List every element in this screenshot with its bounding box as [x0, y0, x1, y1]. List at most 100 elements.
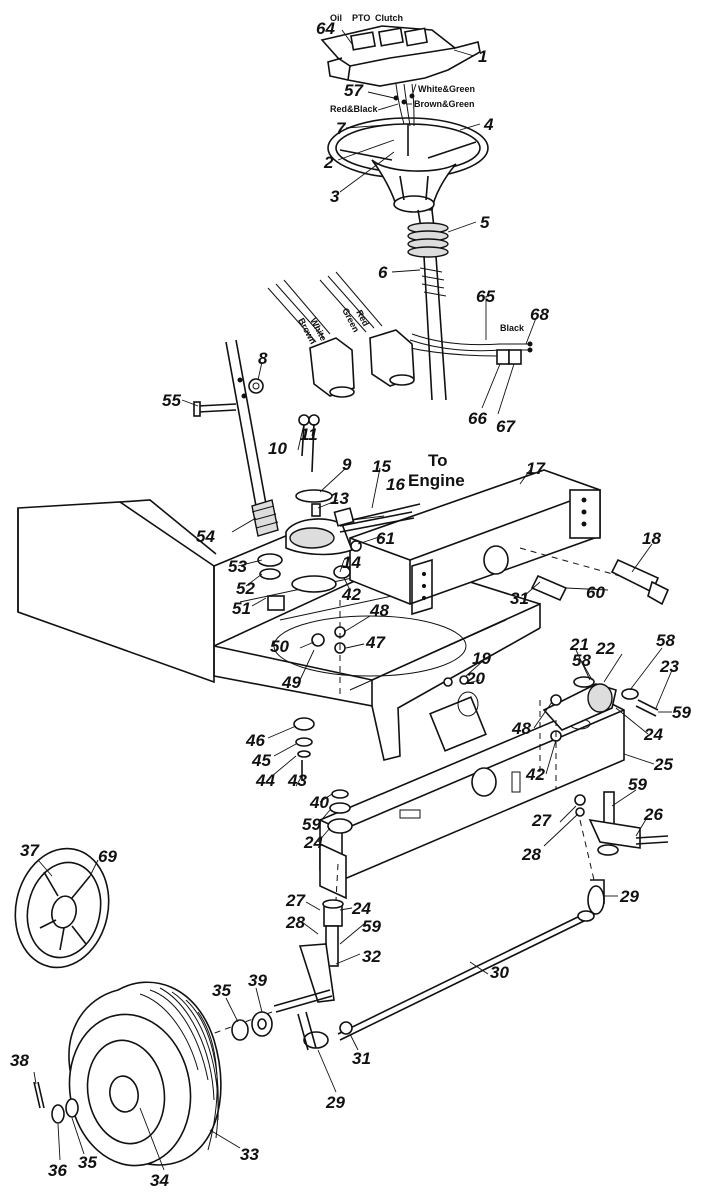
part-60: 60 — [586, 583, 605, 602]
part-35a: 35 — [212, 981, 231, 1000]
part-31b: 31 — [352, 1049, 371, 1068]
part-33: 33 — [240, 1145, 259, 1164]
part-38: 38 — [10, 1051, 29, 1070]
part-24c: 24 — [351, 899, 371, 918]
steering-column — [407, 209, 449, 401]
part-59a: 59 — [672, 703, 691, 722]
part-30: 30 — [490, 963, 509, 982]
part-32: 32 — [362, 947, 381, 966]
console-wires — [393, 83, 415, 127]
part-43: 43 — [287, 771, 307, 790]
part-28b: 28 — [285, 913, 305, 932]
part-37: 37 — [20, 841, 40, 860]
part-15: 15 — [372, 457, 391, 476]
part-58a: 58 — [572, 651, 591, 670]
part-1: 1 — [478, 47, 487, 66]
spindle-right-26 — [588, 791, 669, 856]
label-oil: Oil — [330, 13, 342, 23]
spindle-left-32 — [273, 899, 344, 1051]
part-16: 16 — [386, 475, 405, 494]
part-54: 54 — [196, 527, 215, 546]
part-18: 18 — [642, 529, 661, 548]
part-69: 69 — [98, 847, 117, 866]
pivot-bolt-18 — [519, 547, 670, 606]
part-45: 45 — [251, 751, 271, 770]
part-39: 39 — [248, 971, 267, 990]
part-6: 6 — [378, 263, 388, 282]
drag-link — [333, 503, 421, 552]
part-59c: 59 — [302, 815, 321, 834]
part-14: 14 — [342, 553, 361, 572]
wire-labels: Oil PTO Clutch White&Green Brown&Green R… — [296, 13, 525, 490]
pivot-bolt-55 — [193, 378, 264, 417]
part-65: 65 — [476, 287, 495, 306]
part-57: 57 — [344, 81, 364, 100]
part-29a: 29 — [619, 887, 639, 906]
part-36: 36 — [48, 1161, 67, 1180]
part-4: 4 — [483, 115, 494, 134]
part-3: 3 — [330, 187, 340, 206]
part-20: 20 — [465, 669, 485, 688]
label-clutch: Clutch — [375, 13, 403, 23]
front-axle-mount-17 — [349, 469, 601, 616]
steering-arm-right — [542, 676, 659, 731]
axle-hardware — [33, 1011, 273, 1124]
part-35b: 35 — [78, 1153, 97, 1172]
label-red-black: Red&Black — [330, 104, 379, 114]
part-24b: 24 — [303, 833, 323, 852]
part-7: 7 — [336, 119, 347, 138]
wire-connectors — [267, 271, 415, 398]
part-24a: 24 — [643, 725, 663, 744]
part-2: 2 — [323, 153, 334, 172]
part-numbers: 64 1 57 7 4 2 3 5 6 65 68 66 67 8 55 10 … — [10, 19, 691, 1190]
part-26: 26 — [643, 805, 663, 824]
part-27a: 27 — [531, 811, 552, 830]
label-engine: Engine — [408, 471, 465, 490]
part-67: 67 — [496, 417, 516, 436]
part-21: 21 — [569, 635, 589, 654]
part-47: 47 — [365, 633, 386, 652]
part-48a: 48 — [369, 601, 389, 620]
label-white-green: White&Green — [418, 84, 475, 94]
tie-rod-30 — [337, 879, 605, 1041]
front-axle-25 — [319, 699, 625, 900]
part-50: 50 — [270, 637, 289, 656]
label-to: To — [428, 451, 448, 470]
part-49: 49 — [281, 673, 301, 692]
part-31a: 31 — [510, 589, 529, 608]
part-44: 44 — [255, 771, 275, 790]
dash-console — [320, 25, 481, 87]
part-13: 13 — [330, 489, 349, 508]
part-17: 17 — [526, 459, 546, 478]
part-66: 66 — [468, 409, 487, 428]
wire-harness-right — [379, 333, 533, 365]
tire-33 — [68, 981, 222, 1167]
part-58b: 58 — [656, 631, 675, 650]
part-51: 51 — [232, 599, 251, 618]
label-pto: PTO — [352, 13, 370, 23]
label-black: Black — [500, 323, 525, 333]
part-53: 53 — [228, 557, 247, 576]
part-59b: 59 — [628, 775, 647, 794]
shift-rod — [225, 339, 279, 537]
part-29b: 29 — [325, 1093, 345, 1112]
part-27b: 27 — [285, 891, 306, 910]
part-19: 19 — [472, 649, 491, 668]
part-59d: 59 — [362, 917, 381, 936]
part-42b: 42 — [525, 765, 545, 784]
part-22: 22 — [595, 639, 615, 658]
part-42a: 42 — [341, 585, 361, 604]
part-5: 5 — [480, 213, 490, 232]
steering-gear — [257, 414, 354, 611]
label-brown-green: Brown&Green — [414, 99, 475, 109]
part-11: 11 — [300, 425, 318, 444]
steering-wheel — [327, 117, 489, 213]
part-61: 61 — [376, 529, 395, 548]
part-46: 46 — [245, 731, 265, 750]
assembly-guide-lines — [211, 600, 595, 1035]
part-64: 64 — [316, 19, 335, 38]
part-10: 10 — [268, 439, 287, 458]
part-23: 23 — [659, 657, 679, 676]
hubcap-37 — [14, 847, 110, 969]
